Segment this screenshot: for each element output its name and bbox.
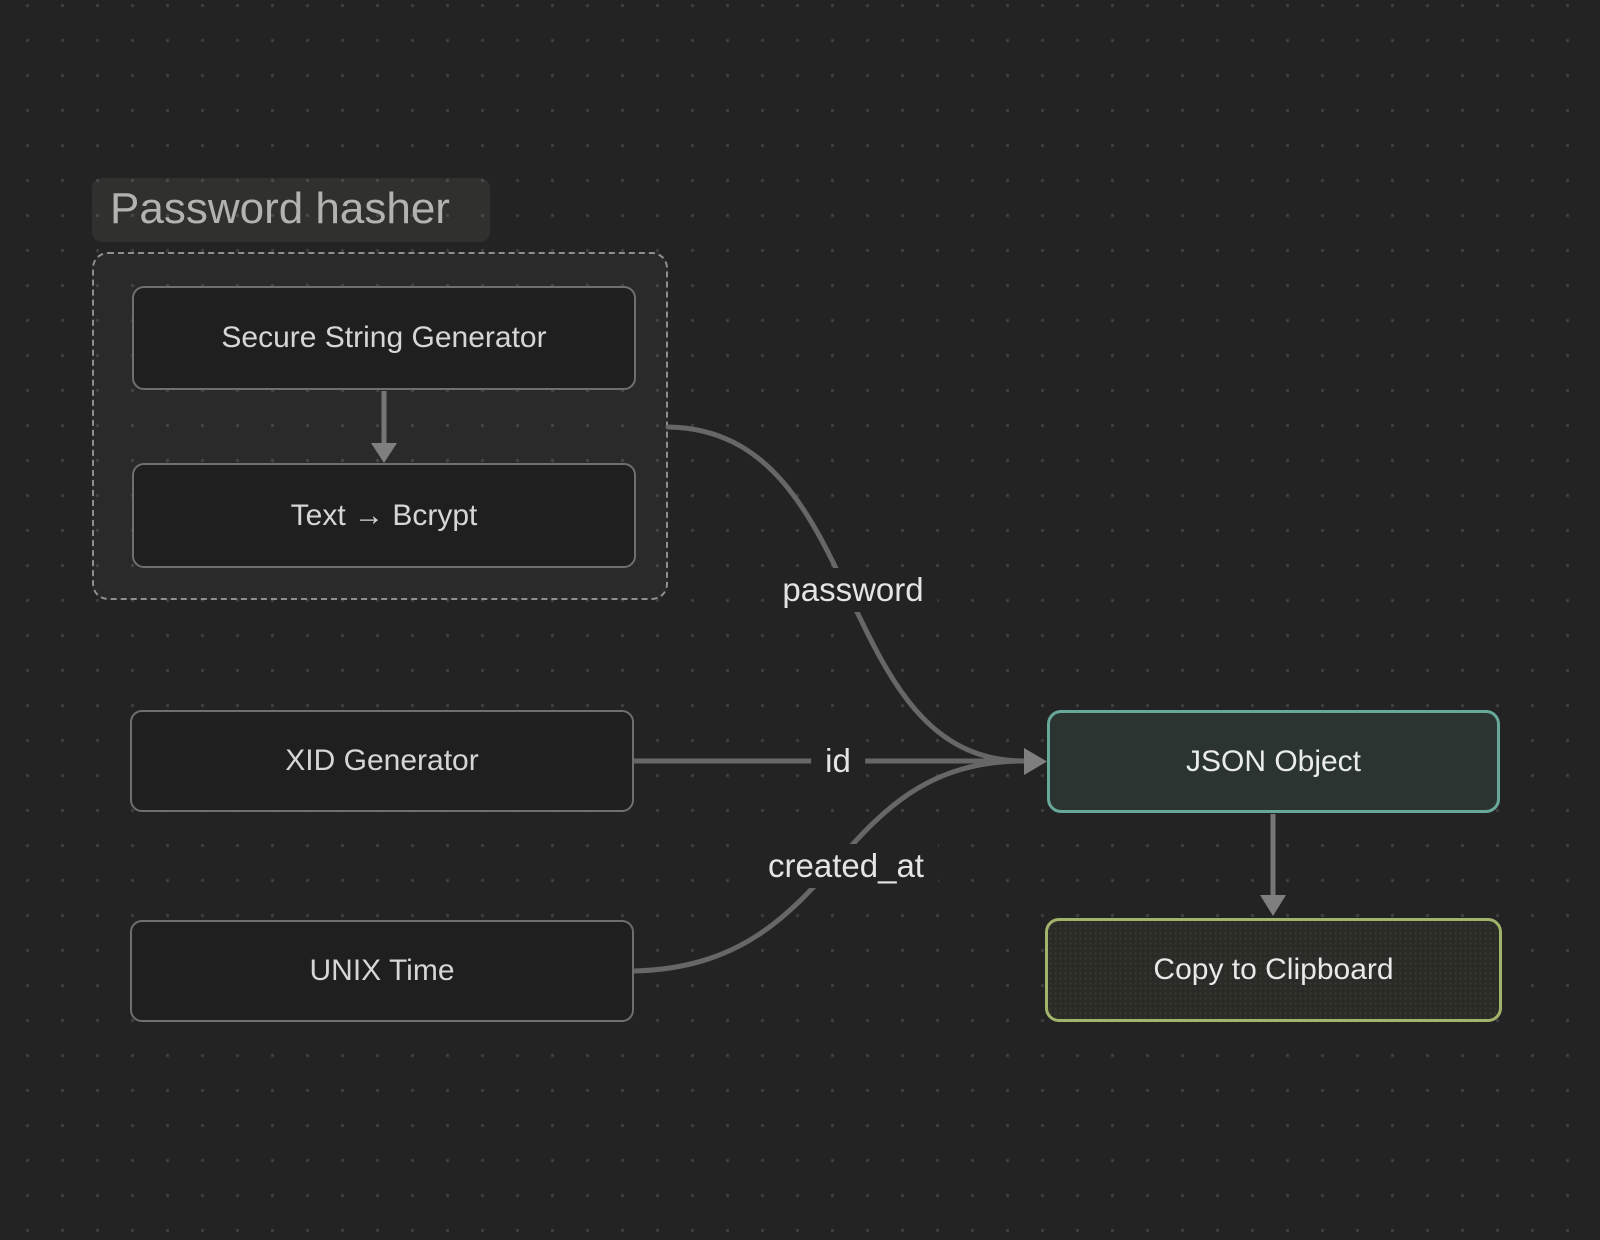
node-label: UNIX Time (309, 954, 455, 987)
node-secure-string-generator[interactable]: Secure String Generator (132, 286, 636, 390)
node-label: Secure String Generator (221, 321, 547, 354)
arrowhead-into-json-object (1024, 748, 1047, 775)
edge-label-password: password (768, 568, 938, 612)
group-label-password-hasher[interactable]: Password hasher (92, 178, 490, 242)
node-label: JSON Object (1185, 744, 1362, 778)
node-copy-to-clipboard[interactable]: Copy to Clipboard (1045, 918, 1502, 1022)
node-text-bcrypt[interactable]: Text → Bcrypt (132, 463, 636, 568)
node-json-object[interactable]: JSON Object (1047, 710, 1500, 813)
node-xid-generator[interactable]: XID Generator (130, 710, 634, 812)
node-unix-time[interactable]: UNIX Time (130, 920, 634, 1022)
node-label: XID Generator (285, 744, 479, 777)
edge-label-id: id (811, 739, 865, 783)
node-label: Copy to Clipboard (1153, 953, 1394, 986)
arrowhead-json-to-copy (1260, 895, 1286, 916)
node-label: Text → Bcrypt (290, 498, 478, 532)
edge-label-created-at: created_at (754, 844, 938, 888)
